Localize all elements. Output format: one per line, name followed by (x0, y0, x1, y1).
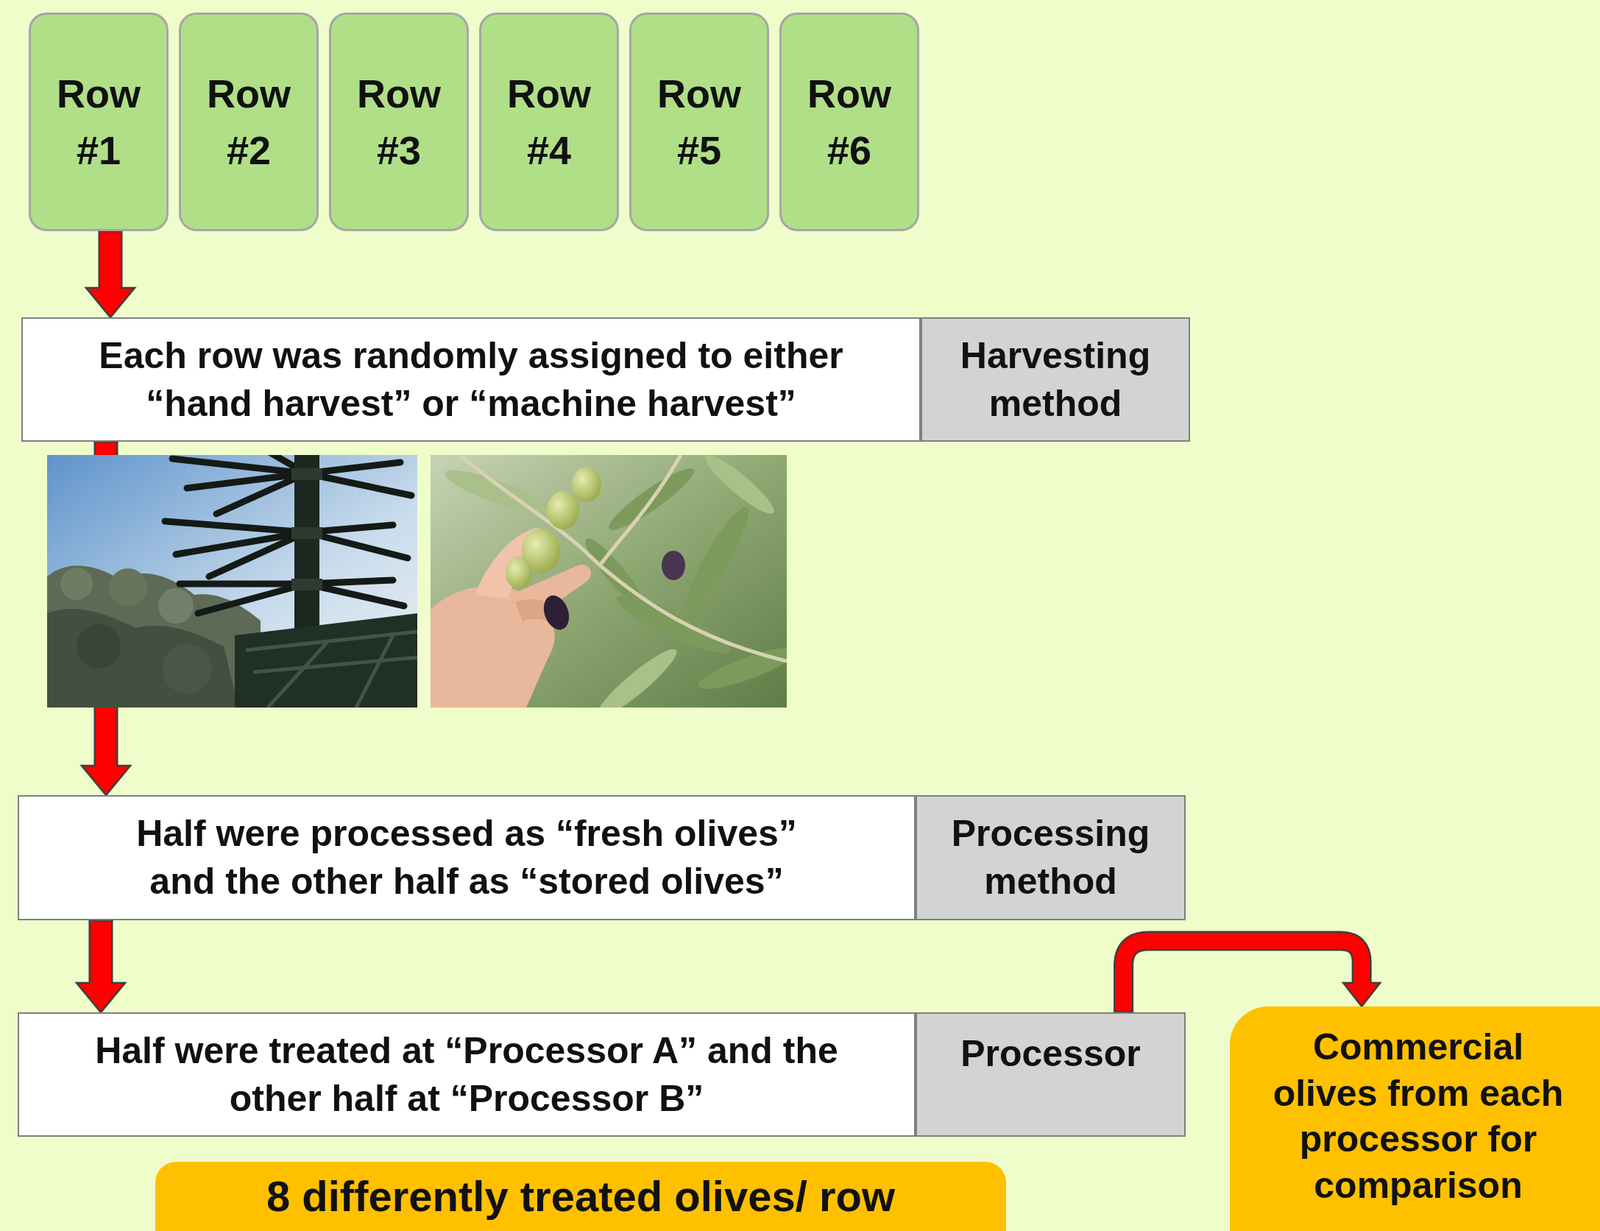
node-text: Processing method (929, 809, 1173, 906)
green-olive (571, 466, 602, 502)
flow-arrow (76, 919, 126, 1012)
flow-arrow (86, 231, 135, 318)
olive-foliage (60, 567, 93, 600)
node-text: Row #3 (343, 65, 455, 179)
shaker-hub (291, 578, 323, 591)
row-box: Row #1 (28, 12, 169, 232)
olive-foliage (108, 568, 148, 607)
olive-foliage (158, 588, 194, 624)
arrow-shaft-outline (1123, 940, 1363, 1012)
arrow-head (76, 982, 126, 1012)
arrow-head (81, 765, 131, 795)
hand-harvest-photo (430, 454, 787, 708)
row-box: Row #5 (629, 12, 770, 232)
arrow-head-outline (86, 287, 135, 318)
summary-banner: 8 differently treated olives/ row (155, 1161, 1007, 1231)
row-box: Row #2 (178, 12, 319, 232)
node-text: Each row was randomly assigned to either… (73, 331, 869, 428)
shaker-hub (291, 526, 323, 539)
machine-harvest-photo (47, 454, 418, 708)
node-text: Row #1 (43, 65, 154, 179)
arrow-head (86, 287, 135, 318)
node-text: Half were processed as “fresh olives” an… (98, 809, 835, 906)
row-box: Row #3 (328, 12, 469, 232)
node-text: Row #5 (643, 65, 755, 179)
row-box: Row #6 (779, 12, 920, 232)
ripe-olive (539, 591, 574, 633)
node-text: Row #6 (794, 65, 905, 179)
node-text: Commercial olives from each processor fo… (1263, 1023, 1573, 1208)
harvester-frame (245, 631, 418, 708)
arrow-shaft (100, 231, 121, 289)
arrow-shaft-outline (98, 231, 123, 289)
arrow-shaft-outline (89, 919, 114, 984)
olive-foliage (161, 643, 212, 694)
shaker-hub (291, 468, 323, 480)
note-callout: Commercial olives from each processor fo… (1229, 1006, 1600, 1231)
shaker-column (294, 454, 320, 639)
ripe-olive (661, 550, 686, 580)
arrow-head-outline (76, 982, 126, 1012)
step-box: Each row was randomly assigned to either… (21, 317, 921, 442)
sky (47, 454, 418, 708)
node-text: Row #2 (193, 65, 304, 179)
arrow-head-outline (81, 765, 131, 795)
node-text: Half were treated at “Processor A” and t… (69, 1026, 865, 1123)
arrow-head (1343, 982, 1380, 1007)
row-box: Row #4 (479, 12, 619, 232)
olive-foliage (47, 608, 239, 708)
factor-box: Processor (915, 1011, 1186, 1137)
shaker-rods (164, 454, 412, 614)
node-text: 8 differently treated olives/ row (266, 1170, 895, 1222)
node-text: Row #4 (493, 65, 605, 179)
green-olive (505, 556, 533, 589)
arrow-head-outline (1343, 982, 1380, 1007)
node-text: Harvesting method (933, 331, 1177, 428)
olive-foliage (76, 624, 121, 669)
factor-box: Harvesting method (920, 317, 1191, 442)
arrow-shaft (90, 919, 112, 984)
factor-box: Processing method (915, 794, 1186, 920)
flow-arrow (1113, 940, 1380, 1012)
step-box: Half were treated at “Processor A” and t… (17, 1011, 916, 1137)
harvester-body (234, 613, 418, 708)
step-box: Half were processed as “fresh olives” an… (17, 794, 916, 920)
arrow-shaft (1123, 940, 1363, 1012)
node-text: Processor (960, 1029, 1141, 1078)
green-olive (546, 490, 580, 530)
